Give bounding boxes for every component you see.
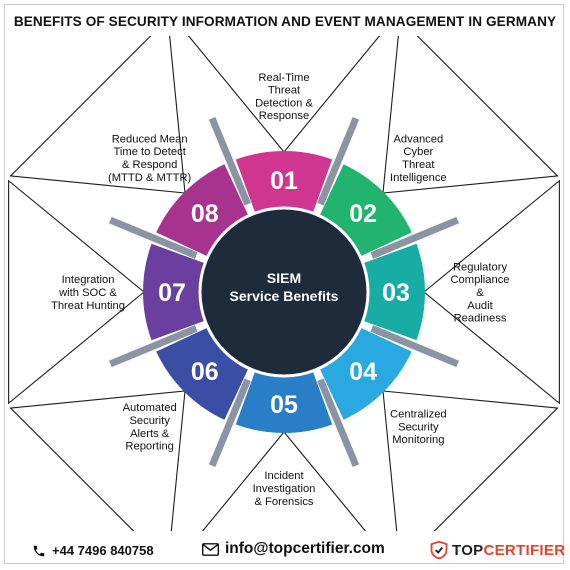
ring-segment-7 <box>143 243 207 341</box>
label-panel-7 <box>8 179 145 405</box>
segment-number-6: 06 <box>191 358 219 386</box>
label-panel-3 <box>423 179 560 405</box>
segment-number-5: 05 <box>270 391 298 419</box>
segment-number-2: 02 <box>349 200 377 228</box>
segment-number-4: 04 <box>349 358 377 386</box>
label-panels <box>8 36 560 531</box>
label-panel-1 <box>187 36 381 153</box>
connector-bar-5 <box>208 378 251 468</box>
ring-segment-5 <box>235 369 333 433</box>
segment-number-8: 08 <box>191 200 219 228</box>
shield-icon <box>430 540 448 560</box>
segment-number-7: 07 <box>158 279 186 307</box>
label-panel-8 <box>9 36 186 194</box>
logo-text-certifier: CERTIFIER <box>483 541 566 559</box>
ring-segment-8 <box>156 164 250 258</box>
connector-bars <box>108 116 460 468</box>
connector-bar-4 <box>317 378 360 468</box>
ring-segment-3 <box>361 243 425 341</box>
color-ring <box>143 150 425 433</box>
connector-bar-7 <box>108 216 198 259</box>
connector-bar-2 <box>370 216 460 259</box>
page-title: BENEFITS OF SECURITY INFORMATION AND EVE… <box>13 14 557 29</box>
logo-text-top: TOP <box>452 541 484 559</box>
envelope-icon <box>202 542 219 556</box>
label-panel-5 <box>201 431 367 531</box>
phone-icon <box>33 545 45 556</box>
ring-segment-4 <box>318 326 412 420</box>
connector-bar-6 <box>108 325 198 368</box>
ring-segment-1 <box>235 150 333 215</box>
center-title-line1: SIEM <box>267 270 301 286</box>
contact-email[interactable]: info@topcertifier.com <box>202 540 385 558</box>
ring-segment-6 <box>156 326 250 420</box>
border-frame <box>4 4 564 564</box>
center-title-line2: Service Benefits <box>230 288 339 304</box>
email-address: info@topcertifier.com <box>225 540 385 557</box>
segment-number-1: 01 <box>270 167 298 195</box>
connector-bar-1 <box>317 116 360 206</box>
ring-segment-2 <box>318 164 412 258</box>
connector-bar-3 <box>370 325 460 368</box>
segment-number-3: 03 <box>382 279 410 307</box>
connector-bar-8 <box>208 116 251 206</box>
label-panel-6 <box>9 390 186 531</box>
label-panel-4 <box>382 390 559 531</box>
contact-phone[interactable]: +44 7496 840758 <box>32 543 154 558</box>
phone-number: +44 7496 840758 <box>52 543 154 558</box>
label-panel-2 <box>382 36 559 194</box>
center-core <box>198 206 370 378</box>
